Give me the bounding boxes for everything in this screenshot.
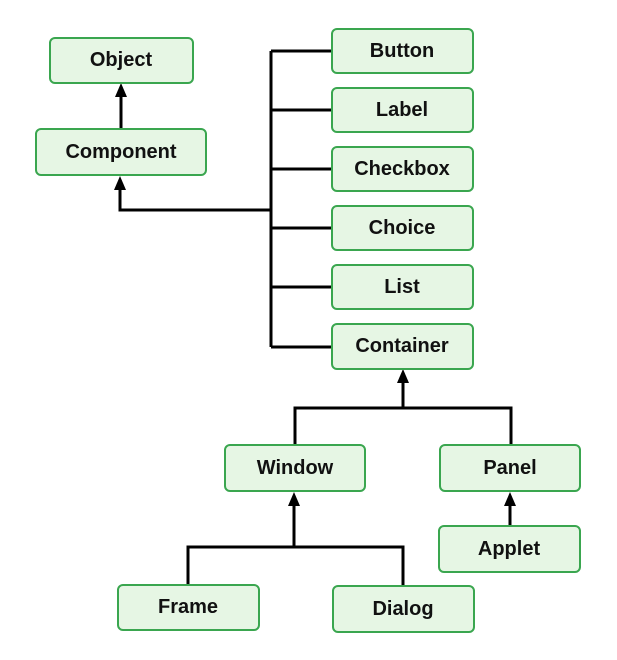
node-checkbox-box [331, 146, 474, 192]
node-button-label: Button [370, 40, 434, 62]
node-object: Object [49, 37, 194, 84]
node-panel: Panel [439, 444, 581, 492]
node-container-box [331, 323, 474, 370]
node-applet-label: Applet [478, 538, 541, 560]
node-applet-box [438, 525, 581, 573]
edge-bus-component [118, 188, 271, 212]
node-button-box [331, 28, 474, 74]
node-label: Label [331, 87, 474, 133]
arrowhead-window [288, 492, 300, 506]
arrowhead-panel [504, 492, 516, 506]
node-list-box [331, 264, 474, 310]
node-applet: Applet [438, 525, 581, 573]
node-label-box [331, 87, 474, 133]
node-button: Button [331, 28, 474, 74]
node-frame-box [117, 584, 260, 631]
edge-frame-dialog-window [186, 504, 405, 586]
node-panel-box [439, 444, 581, 492]
node-list: List [331, 264, 474, 310]
node-dialog-box [332, 585, 475, 633]
node-component: Component [35, 128, 207, 176]
node-window-label: Window [257, 457, 334, 479]
connectors [114, 49, 516, 586]
arrowhead-component [114, 176, 126, 190]
edge-window-panel-container [293, 381, 513, 445]
node-frame: Frame [117, 584, 260, 631]
node-choice: Choice [331, 205, 474, 251]
node-component-box [35, 128, 207, 176]
node-choice-label: Choice [369, 217, 436, 239]
arrowhead-container [397, 369, 409, 383]
node-checkbox-label: Checkbox [354, 158, 450, 180]
node-component-label: Component [65, 141, 176, 163]
arrowhead-object [115, 83, 127, 97]
node-label-label: Label [376, 99, 428, 121]
node-checkbox: Checkbox [331, 146, 474, 192]
node-object-box [49, 37, 194, 84]
node-object-label: Object [90, 49, 153, 71]
node-dialog-label: Dialog [372, 598, 433, 620]
node-container-label: Container [355, 335, 449, 357]
node-list-label: List [384, 276, 420, 298]
node-frame-label: Frame [158, 596, 218, 618]
node-container: Container [331, 323, 474, 370]
node-dialog: Dialog [332, 585, 475, 633]
node-choice-box [331, 205, 474, 251]
node-window: Window [224, 444, 366, 492]
node-window-box [224, 444, 366, 492]
node-panel-label: Panel [483, 457, 536, 479]
